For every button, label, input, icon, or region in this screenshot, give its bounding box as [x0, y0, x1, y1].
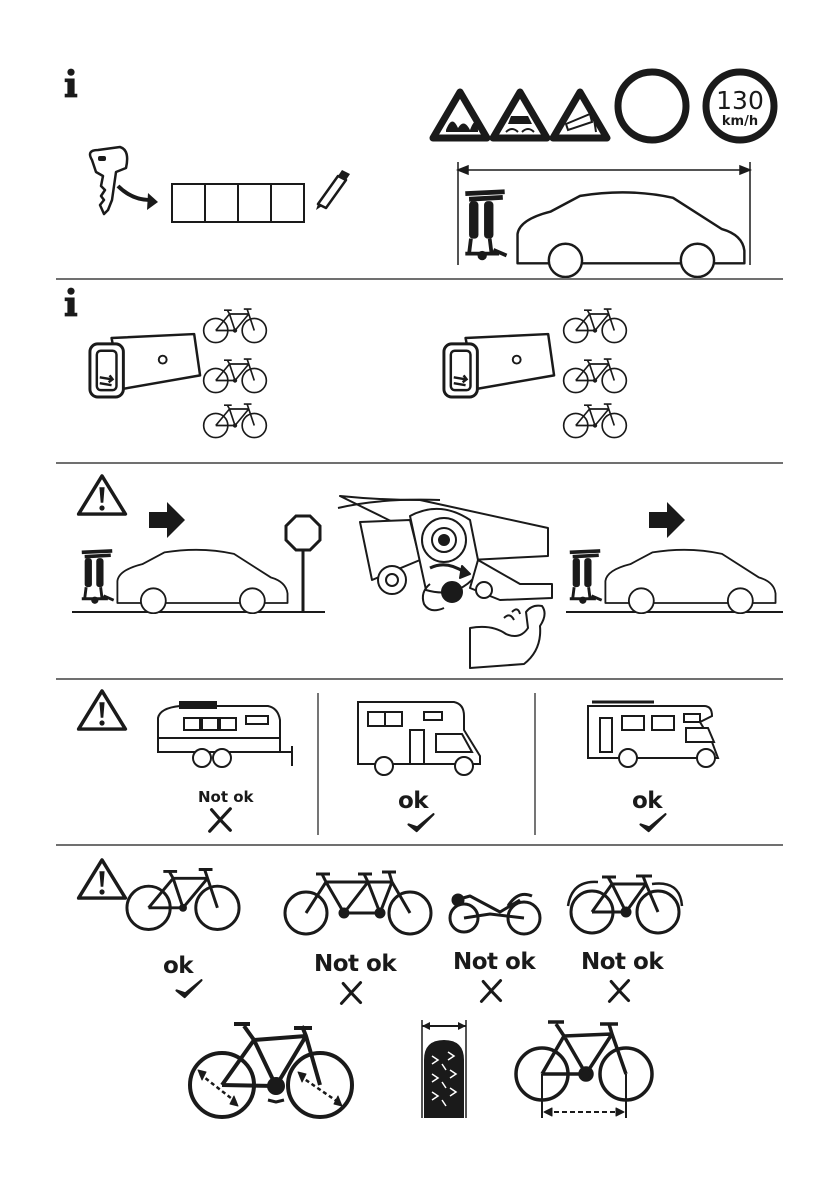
arrow-right-icon [149, 502, 185, 538]
bike-carrier-icon [82, 551, 114, 604]
pen-icon [316, 170, 350, 210]
arrow-right-icon [649, 502, 685, 538]
standard-bicycle-icon [127, 869, 239, 929]
motorhome-illustration [588, 702, 718, 767]
hitch-receiver-icon [444, 334, 554, 397]
bumpy-road-sign-icon [433, 92, 487, 138]
camper-van-label: ok [398, 790, 428, 813]
not-ok-cross-icon [481, 981, 500, 1002]
key-number-boxes [172, 184, 304, 222]
tandem-bicycle-label: Not ok [314, 953, 396, 976]
fender-bicycle-label: Not ok [581, 951, 663, 974]
bike-carrier-icon [570, 551, 602, 604]
tandem-bicycle-icon [285, 872, 431, 934]
no-vehicles-sign-icon [618, 72, 686, 140]
tire-width-icon [422, 1020, 466, 1118]
info-icon [65, 288, 78, 317]
bicycle-icon [564, 309, 627, 343]
bicycle-icon [204, 309, 267, 343]
ok-check-icon [641, 814, 666, 831]
not-ok-cross-icon [210, 809, 231, 831]
stop-sign-icon [286, 516, 320, 612]
fender-bicycle-icon [568, 876, 682, 933]
warning-icon [79, 860, 126, 898]
lock-knob-illustration [338, 496, 552, 610]
car-illustration [605, 550, 775, 613]
camper-van-illustration [358, 702, 480, 775]
warning-icon [79, 691, 126, 729]
hitch-receiver-icon [90, 334, 200, 397]
motorhome-label: ok [632, 790, 662, 813]
speed-limit-value: 130 [711, 88, 769, 113]
ok-check-icon [177, 980, 202, 997]
recumbent-bicycle-label: Not ok [453, 951, 535, 974]
wheelbase-bicycle-icon [516, 1022, 652, 1118]
recumbent-bicycle-icon [450, 894, 540, 934]
bicycle-icon [204, 404, 267, 438]
car-illustration [518, 192, 745, 277]
key-icon [90, 147, 158, 214]
not-ok-cross-icon [609, 981, 628, 1002]
crosswind-sign-icon [553, 92, 607, 138]
caravan-label: Not ok [198, 790, 254, 805]
muscle-arm-icon [470, 606, 545, 668]
info-icon [65, 69, 78, 98]
slippery-road-sign-icon [493, 92, 547, 138]
bicycle-icon [564, 404, 627, 438]
caravan-illustration [158, 702, 292, 767]
not-ok-cross-icon [341, 983, 360, 1004]
warning-icon [79, 476, 126, 514]
speed-limit-unit: km/h [711, 115, 769, 128]
bike-carrier-icon [465, 192, 506, 260]
wheel-size-bicycle-icon [190, 1024, 352, 1117]
standard-bicycle-label: ok [163, 955, 193, 978]
ok-check-icon [409, 814, 434, 831]
bicycle-icon [204, 359, 267, 393]
bicycle-icon [564, 359, 627, 393]
car-illustration [117, 550, 287, 613]
